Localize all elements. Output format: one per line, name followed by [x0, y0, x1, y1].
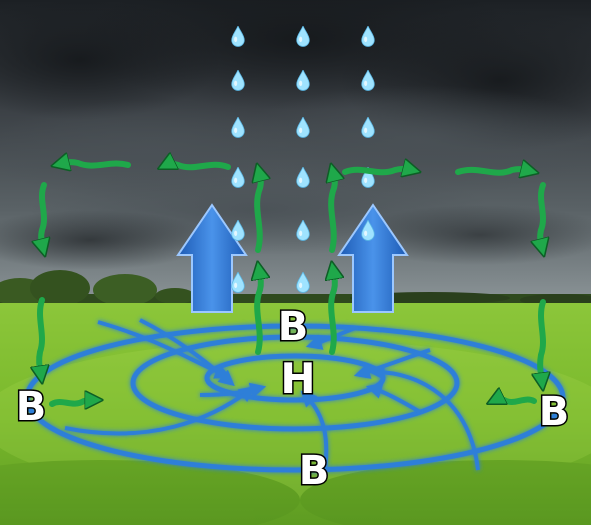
- green-arrow-icon: [166, 164, 231, 171]
- inflow-arrow: [64, 386, 256, 436]
- green-arrow-icon: [41, 182, 44, 248]
- inflow-arrow: [368, 364, 480, 471]
- left-label: B: [16, 384, 47, 430]
- ring-middle: [130, 334, 460, 432]
- pressure-labels: H B B B B: [14, 303, 571, 496]
- green-arrow-icon: [49, 400, 94, 404]
- inflow-arrow: [353, 348, 431, 379]
- upper-label: B: [278, 304, 309, 350]
- ring-outer: [24, 323, 566, 473]
- center-low-label: H: [280, 354, 315, 403]
- updraft-arrows: [176, 203, 409, 313]
- storm-clouds: [0, 0, 591, 270]
- green-arrow-icon: [331, 270, 335, 355]
- up-arrow-icon: [176, 203, 248, 313]
- inflow-arrow: [305, 326, 356, 350]
- inflow-arrow: [139, 318, 235, 387]
- green-arrow-icon: [257, 172, 261, 253]
- inflow-arrow: [365, 383, 422, 414]
- air-flow-arrows: [39, 162, 543, 404]
- green-arrow-icon: [257, 270, 261, 355]
- green-arrow-icon: [540, 299, 543, 382]
- green-arrow-icon: [331, 172, 335, 253]
- grass-field: [0, 303, 591, 525]
- inflow-arrow: [199, 382, 267, 399]
- green-arrow-icon: [540, 182, 543, 248]
- green-arrow-icon: [60, 162, 131, 165]
- green-arrow-icon: [342, 169, 412, 172]
- inflow-arrows: [64, 318, 480, 471]
- green-arrow-icon: [455, 169, 530, 173]
- right-label: B: [539, 389, 570, 435]
- inflow-arrow: [300, 390, 329, 471]
- bottom-label: B: [299, 448, 330, 494]
- up-arrow-icon: [337, 203, 409, 313]
- green-arrow-icon: [39, 297, 42, 375]
- green-arrow-icon: [495, 399, 537, 402]
